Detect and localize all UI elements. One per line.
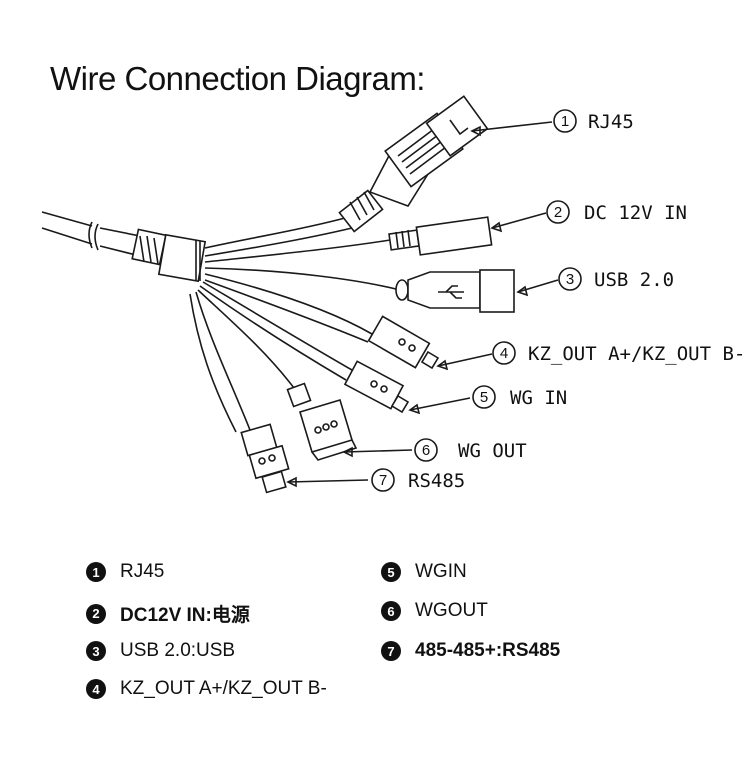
callout-label: DC 12V IN [584, 202, 687, 224]
usb-connector [204, 267, 515, 313]
callout-4: 4 KZ_OUT A+/KZ_OUT B- [492, 341, 745, 365]
callout-label: RS485 [408, 470, 465, 492]
callout-number: 6 [422, 442, 430, 459]
rs485-connector [189, 291, 290, 494]
callout-number: 7 [379, 472, 387, 489]
callout-2: 2 DC 12V IN [546, 200, 687, 224]
callout-number: 5 [480, 389, 488, 406]
callout-number: 1 [561, 113, 569, 130]
callout-number: 3 [566, 271, 574, 288]
callout-3: 3 USB 2.0 [558, 267, 674, 291]
leader-lines [286, 121, 559, 488]
callout-number: 2 [554, 204, 562, 221]
page-title: Wire Connection Diagram: [50, 60, 425, 97]
callout-label: WG OUT [458, 440, 527, 462]
callout-label: RJ45 [588, 111, 634, 133]
rj45-connector [204, 95, 489, 257]
callout-7: 7 RS485 [371, 468, 465, 492]
callout-label: USB 2.0 [594, 269, 674, 291]
main-cable [41, 211, 207, 283]
dc-jack [204, 216, 493, 263]
callout-6: 6 WG OUT [414, 438, 527, 462]
callout-5: 5 WG IN [472, 385, 567, 409]
wg-in-connector [199, 281, 410, 414]
callout-1: 1 RJ45 [553, 109, 634, 133]
callout-label: KZ_OUT A+/KZ_OUT B- [528, 343, 745, 365]
callout-number: 4 [500, 345, 508, 362]
kz-out-connector [204, 273, 440, 370]
wg-out-connector [197, 289, 358, 461]
callout-label: WG IN [510, 387, 567, 409]
